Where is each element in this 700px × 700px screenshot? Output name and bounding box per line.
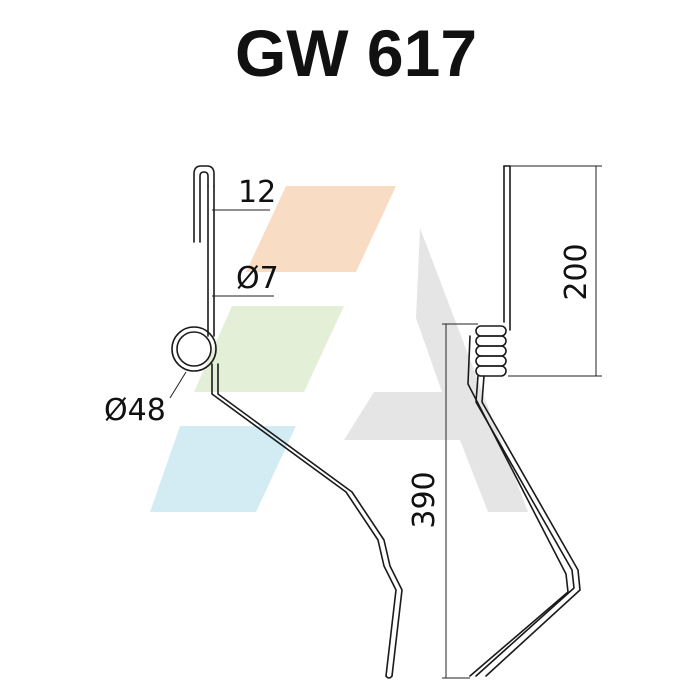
side-view-tine-a xyxy=(475,375,575,677)
dim-390-label: 390 xyxy=(407,471,442,528)
front-view-coil-inner xyxy=(176,331,212,367)
dim-48-label: Ø48 xyxy=(104,393,166,428)
side-view xyxy=(467,165,581,677)
watermark-green-parallelogram xyxy=(194,306,344,392)
watermark-grey-letter-a xyxy=(344,228,528,512)
dim-200-label: 200 xyxy=(559,243,594,300)
dim-48-leader xyxy=(169,371,187,399)
watermark-blue-parallelogram xyxy=(150,426,296,512)
dim-7-label: Ø7 xyxy=(236,261,279,296)
page-title: GW 617 xyxy=(235,16,477,90)
front-view-tine-upper xyxy=(211,363,397,677)
side-view-tine-b xyxy=(481,375,581,677)
side-view-arm xyxy=(503,165,511,331)
watermark-orange-parallelogram xyxy=(246,186,396,272)
dim-12-label: 12 xyxy=(238,175,276,210)
watermark-logo xyxy=(150,186,528,512)
side-view-tine-c xyxy=(467,335,569,677)
front-view-tine-lower xyxy=(217,363,403,677)
side-view-dimensions: 200 390 xyxy=(407,165,602,679)
side-view-coil xyxy=(475,325,507,377)
front-view-coil xyxy=(171,326,217,372)
front-view xyxy=(171,165,403,679)
front-view-hook xyxy=(193,165,215,243)
front-view-tip xyxy=(385,675,393,679)
front-view-hook-inner xyxy=(199,171,209,243)
front-view-dimensions: 12 Ø7 Ø48 xyxy=(104,175,279,428)
front-view-wire xyxy=(207,185,215,337)
